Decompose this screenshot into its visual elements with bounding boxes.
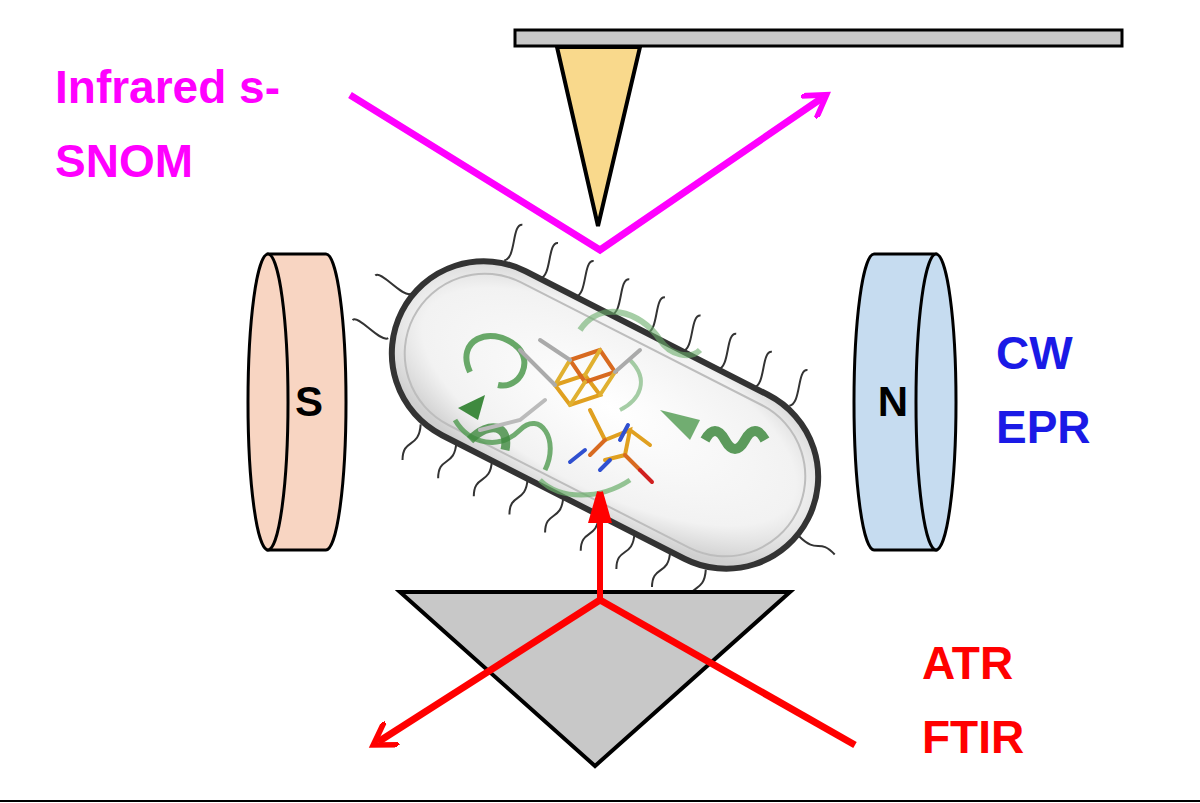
- bacterium: [306, 176, 903, 655]
- afm-tip: [557, 47, 640, 226]
- atr-beam-in: [600, 600, 855, 745]
- flagellum: [787, 369, 810, 407]
- flagellum: [436, 441, 459, 479]
- magnet-pole: S: [246, 252, 348, 552]
- flagellum: [751, 351, 774, 389]
- technique-label: Infrared s-SNOM: [55, 50, 315, 198]
- flagellum: [543, 496, 566, 534]
- bottom-rule: [0, 800, 1200, 802]
- atr-prism: [400, 592, 790, 766]
- flagellum: [680, 314, 703, 352]
- magnet-pole: N: [852, 252, 958, 552]
- flagellum: [502, 223, 525, 261]
- flagellum: [471, 459, 494, 497]
- flagellum: [614, 532, 637, 570]
- flagellum: [374, 273, 412, 295]
- flagellum: [507, 478, 530, 516]
- protein-structure: [455, 312, 765, 495]
- flagellum: [352, 318, 390, 340]
- technique-label: CW EPR: [996, 316, 1146, 464]
- pole-letter: S: [295, 378, 323, 426]
- flagellum: [573, 260, 596, 298]
- flagellum: [649, 550, 672, 588]
- flagellum: [537, 242, 560, 280]
- iron-sulfur-cluster: [480, 340, 652, 482]
- ir-beam: [350, 95, 822, 250]
- cantilever: [515, 30, 1122, 46]
- atr-beam-out: [378, 600, 600, 742]
- flagellum: [400, 423, 423, 461]
- flagellum: [715, 332, 738, 370]
- technique-label: ATR FTIR: [922, 626, 1092, 774]
- flagellum: [798, 534, 836, 556]
- evanescent-wave: [592, 492, 608, 600]
- pole-letter: N: [878, 378, 908, 426]
